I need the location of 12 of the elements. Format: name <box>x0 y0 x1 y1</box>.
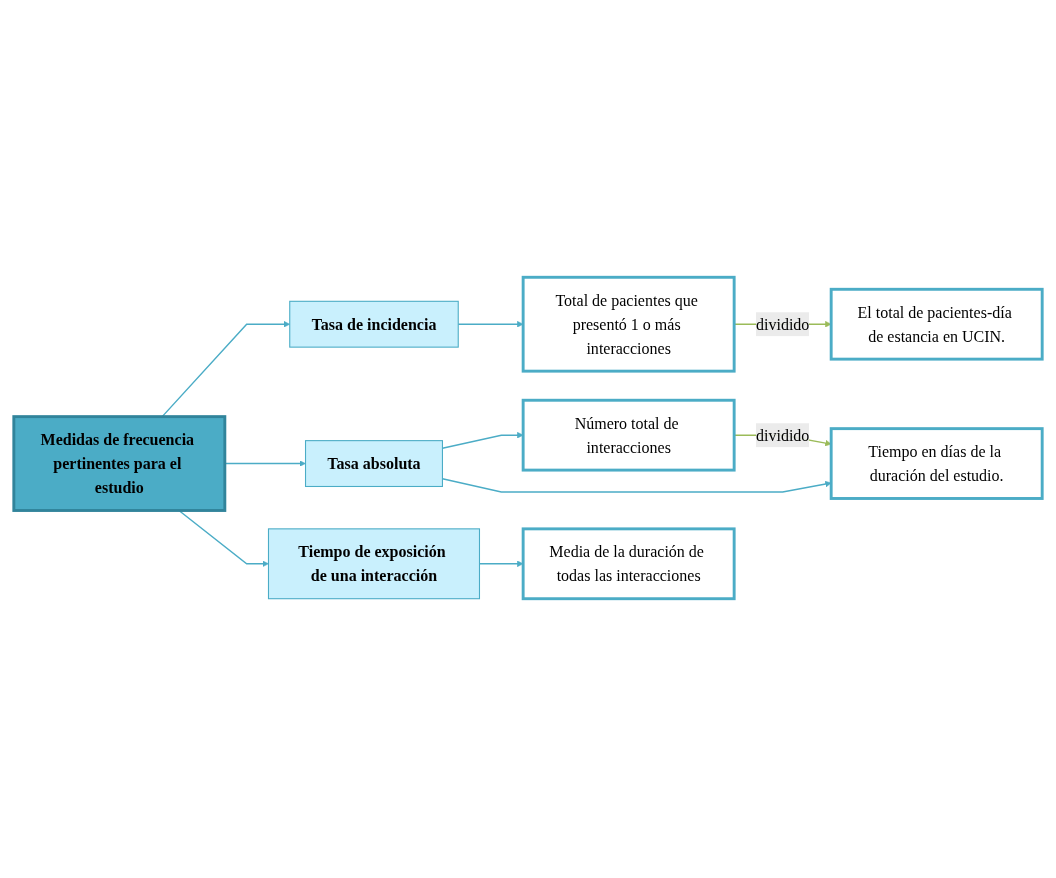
node-box: Tasa de incidencia <box>289 300 459 348</box>
edge-label: dividido <box>755 315 810 334</box>
node-box: Tasa absoluta <box>304 440 443 488</box>
arrow <box>224 460 306 467</box>
node-box: Total de pacientes que presentó 1 o más interacciones <box>521 275 736 373</box>
node-box: Tiempo en días de la duración del estudio. <box>829 427 1044 500</box>
node-box: El total de pacientes-día de estancia en UCIN. <box>829 287 1044 361</box>
edge-label: dividido <box>755 426 810 445</box>
node-box: Tiempo de exposición de una interacción <box>267 528 481 600</box>
node-box: Número total de interacciones <box>521 398 736 472</box>
node-box: Medidas de frecuencia pertinentes para el estudio <box>12 415 227 512</box>
node-box: Media de la duración de todas las interacciones <box>521 527 736 601</box>
